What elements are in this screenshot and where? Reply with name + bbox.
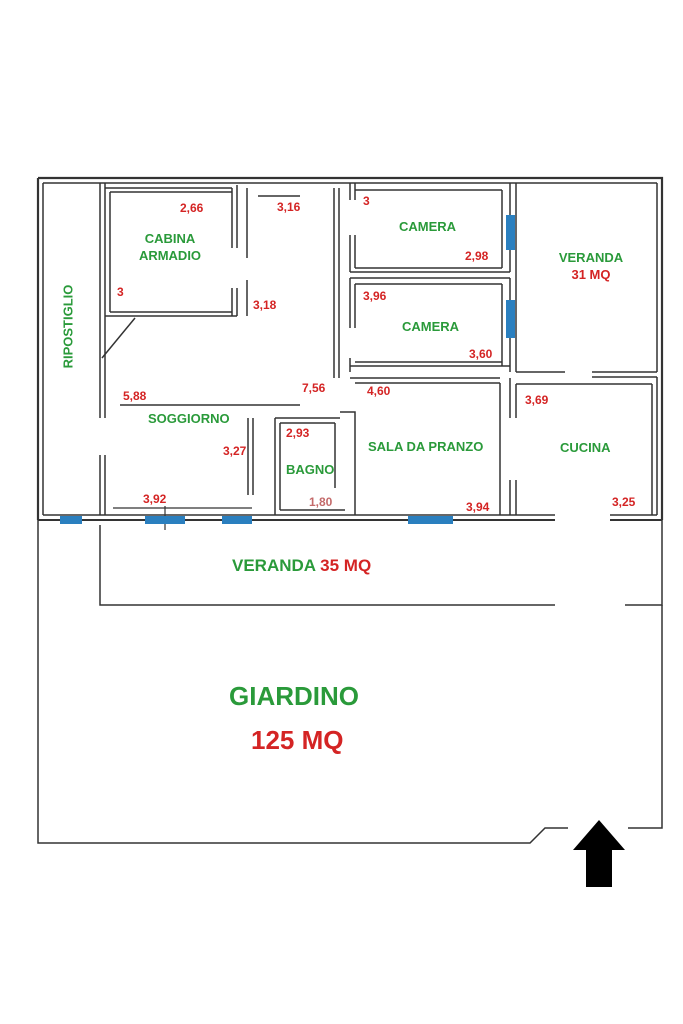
dim-soggiorno-right-long: 7,56 (302, 381, 326, 395)
dim-camera2-right: 3,60 (469, 347, 493, 361)
label-ripostiglio: RIPOSTIGLIO (60, 284, 76, 369)
label-veranda-31: VERANDA 31 MQ (545, 251, 637, 281)
dim-corridor-top: 3,16 (277, 200, 301, 214)
dim-cucina-bottom: 3,25 (612, 495, 636, 509)
windows (60, 215, 515, 524)
dim-corridor-right: 3,18 (253, 298, 277, 312)
label-veranda-bottom-area: 35 MQ (320, 556, 372, 575)
dim-cabina-top: 2,66 (180, 201, 204, 215)
label-soggiorno: SOGGIORNO (148, 411, 230, 426)
dim-camera1-top: 3 (363, 194, 370, 208)
entrance-arrow-icon (573, 820, 625, 887)
label-veranda-35: VERANDA 35 MQ (232, 557, 371, 574)
label-cabina-line1: CABINA (144, 231, 196, 246)
label-cabina-armadio: CABINA ARMADIO (130, 232, 210, 262)
dim-pranzo-top: 4,60 (367, 384, 391, 398)
dim-bagno-bottom: 1,80 (309, 495, 333, 509)
dim-camera1-right: 2,98 (465, 249, 489, 263)
label-cabina-line2: ARMADIO (138, 248, 202, 263)
label-veranda-bottom: VERANDA (232, 556, 316, 575)
label-sala-da-pranzo: SALA DA PRANZO (368, 439, 484, 454)
label-cucina: CUCINA (560, 440, 611, 455)
label-camera-2: CAMERA (402, 319, 460, 334)
dim-pranzo-bottom: 3,94 (466, 500, 490, 514)
dim-camera2-top: 3,96 (363, 289, 387, 303)
label-giardino-area: 125 MQ (251, 725, 344, 755)
dim-cucina-top: 3,69 (525, 393, 549, 407)
label-bagno: BAGNO (286, 462, 335, 477)
label-veranda-top: VERANDA (558, 250, 624, 265)
dim-cabina-left: 3 (117, 285, 124, 299)
label-giardino: GIARDINO (229, 681, 359, 711)
label-veranda-top-area: 31 MQ (571, 267, 611, 282)
dim-bagno-top: 2,93 (286, 426, 310, 440)
dim-soggiorno-side: 3,27 (223, 444, 247, 458)
dim-soggiorno-bottom: 3,92 (143, 492, 167, 506)
dim-soggiorno-top: 5,88 (123, 389, 147, 403)
walls (36, 176, 664, 844)
label-camera-1: CAMERA (399, 219, 457, 234)
